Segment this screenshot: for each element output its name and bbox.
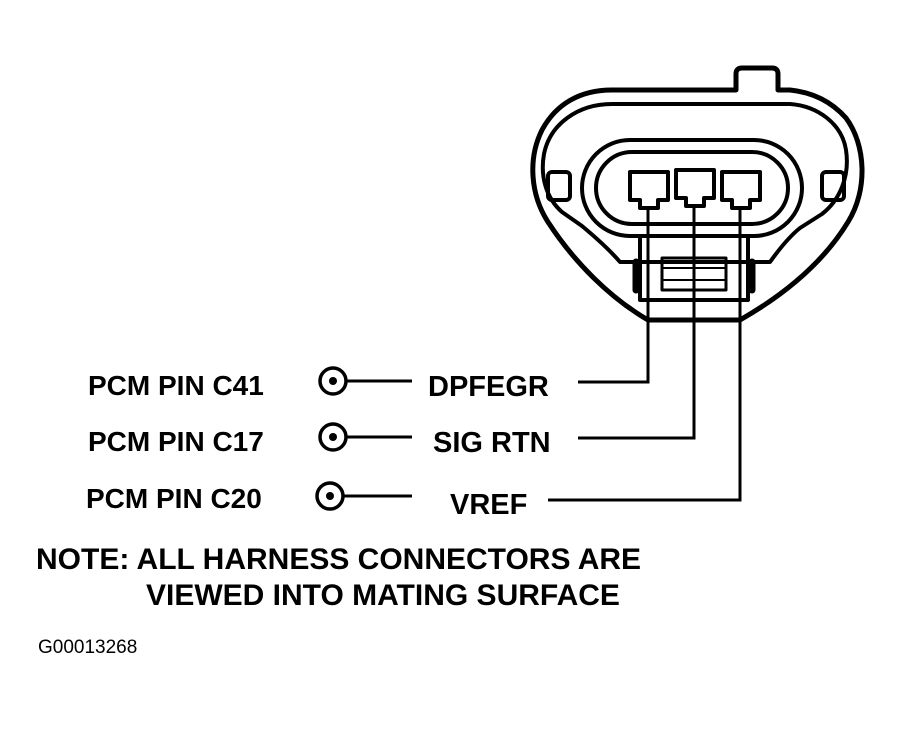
left-latch-nub (546, 170, 572, 202)
terminal-2 (674, 168, 716, 208)
connector-inner-shell (540, 102, 849, 264)
wires (548, 206, 742, 502)
signal-label: DPFEGR (428, 371, 549, 403)
note-line-2: VIEWED INTO MATING SURFACE (146, 579, 620, 612)
pcm-pin-label: PCM PIN C41 (88, 370, 264, 401)
note-block: NOTE: ALL HARNESS CONNECTORS ARE VIEWED … (36, 543, 641, 612)
terminal-cavity-inner (594, 150, 790, 226)
signal-label: SIG RTN (433, 427, 551, 459)
wire-vref (548, 208, 742, 502)
note-line-1: NOTE: ALL HARNESS CONNECTORS ARE (36, 543, 641, 576)
pin-row-c20: PCM PIN C20 VREF (86, 481, 527, 521)
signal-label: VREF (450, 489, 527, 521)
wire-dpfegr (578, 208, 650, 384)
pin-row-c41: PCM PIN C41 DPFEGR (88, 366, 549, 403)
pcm-pin-label: PCM PIN C17 (88, 426, 264, 457)
pcm-pin-label: PCM PIN C20 (86, 483, 262, 514)
pin-terminal-dot (329, 377, 337, 385)
pin-terminal-dot (326, 492, 334, 500)
pin-terminal-dot (329, 433, 337, 441)
terminal-1 (628, 170, 670, 210)
wire-sig-rtn (578, 206, 696, 440)
pin-row-c17: PCM PIN C17 SIG RTN (88, 422, 551, 459)
terminal-3 (720, 170, 762, 210)
connector-outer-shell (530, 65, 865, 323)
figure-id: G00013268 (38, 637, 137, 658)
right-latch-nub (820, 170, 846, 202)
terminal-cavity-outer (580, 138, 804, 238)
harness-connector (530, 65, 865, 323)
